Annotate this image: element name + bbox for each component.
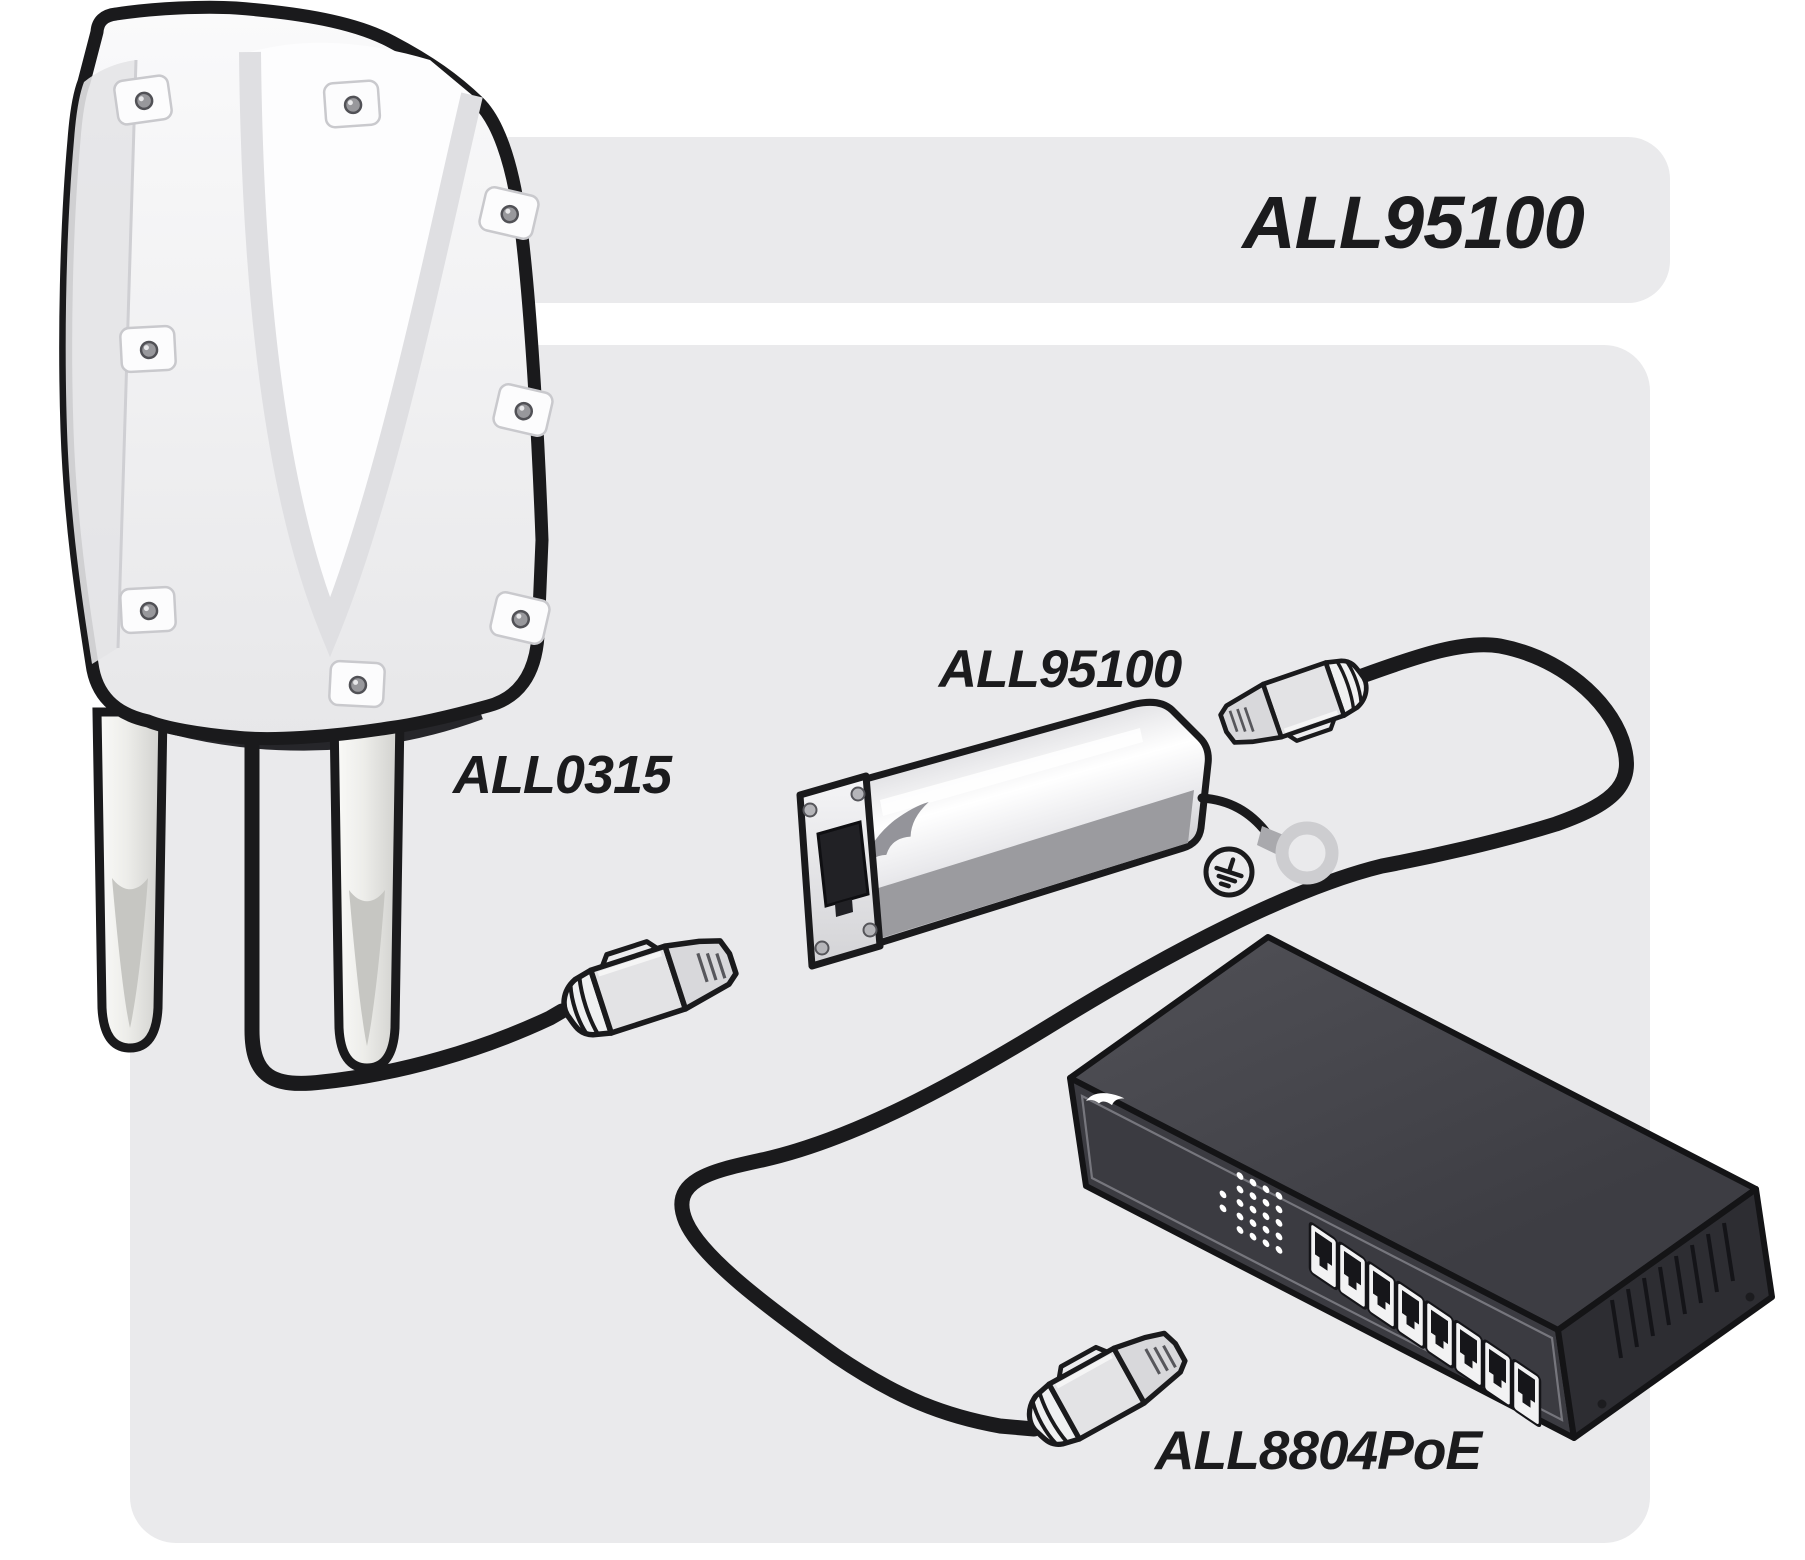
access-point-label: ALL0315 [452,745,672,805]
screw-clip-icon [111,73,175,127]
led-dot [1262,1225,1270,1234]
led-dot [1249,1232,1257,1241]
led-dot [1219,1204,1227,1213]
access-point-illustration [59,0,556,746]
injector-label: ALL95100 [938,640,1182,699]
vent-slot [1610,1299,1623,1359]
led-dot [1275,1232,1283,1241]
led-dot [1262,1212,1270,1221]
led-dot [1249,1219,1257,1227]
injector-rj45-port-notch [835,899,853,917]
vent-slot [1658,1266,1671,1326]
access-point-v-highlight [250,42,472,628]
switch-led-matrix [1219,1172,1283,1254]
led-dot [1236,1172,1244,1180]
led-dot [1275,1192,1283,1200]
antenna-right [329,710,405,1073]
vent-slot [1690,1244,1703,1304]
switch-vents [1610,1222,1735,1359]
led-dot [1249,1192,1257,1200]
led-dot [1236,1199,1244,1207]
vent-slot [1626,1288,1639,1348]
led-dot [1275,1205,1283,1214]
cable-injector-to-switch [674,637,1634,1437]
ground-symbol-icon [1203,846,1255,898]
poe-injector-illustration [796,698,1339,970]
injector-screws [802,786,878,956]
access-point-side-face [65,60,136,664]
led-dot [1249,1178,1257,1187]
banner-panel [455,137,1670,303]
vent-slot [1674,1255,1687,1315]
led-dot [1236,1185,1244,1194]
injector-side-face [872,790,1194,940]
antenna-left-tip-shade [112,878,148,1028]
switch-label: ALL8804PoE [1154,1419,1482,1481]
screw-clip-icon [322,78,382,130]
led-dot [1275,1219,1283,1227]
ring-terminal [1257,821,1339,885]
screw-clip-icon [327,659,387,709]
injector-top-highlight [880,728,1143,816]
switch-side-face [1555,1186,1775,1441]
screw-clip-icon [118,324,178,374]
screw-clip-icon [118,585,178,635]
led-dot [1236,1226,1244,1234]
poe-switch-illustration [1067,934,1775,1441]
switch-case-screws [1597,1292,1755,1409]
led-dot [1262,1239,1270,1248]
antenna-right-tip-shade [349,890,385,1046]
access-point-antennas [92,707,405,1073]
switch-front-bezel [1080,1094,1564,1422]
injector-rj45-port [816,820,870,908]
vent-slot [1642,1277,1655,1337]
grounding-wire [1197,793,1271,837]
led-dot [1236,1212,1244,1221]
led-dot [1275,1246,1283,1254]
led-dot [1249,1205,1257,1214]
vent-slot [1706,1233,1719,1293]
banner-product-label: ALL95100 [1242,181,1585,264]
vent-slot [1722,1222,1735,1282]
led-dot [1219,1190,1227,1199]
led-dot [1262,1185,1270,1194]
access-point-v-swoosh [239,51,483,658]
led-dot [1262,1198,1270,1207]
antenna-left [92,707,168,1053]
cable-ap-to-injector [244,734,570,1091]
